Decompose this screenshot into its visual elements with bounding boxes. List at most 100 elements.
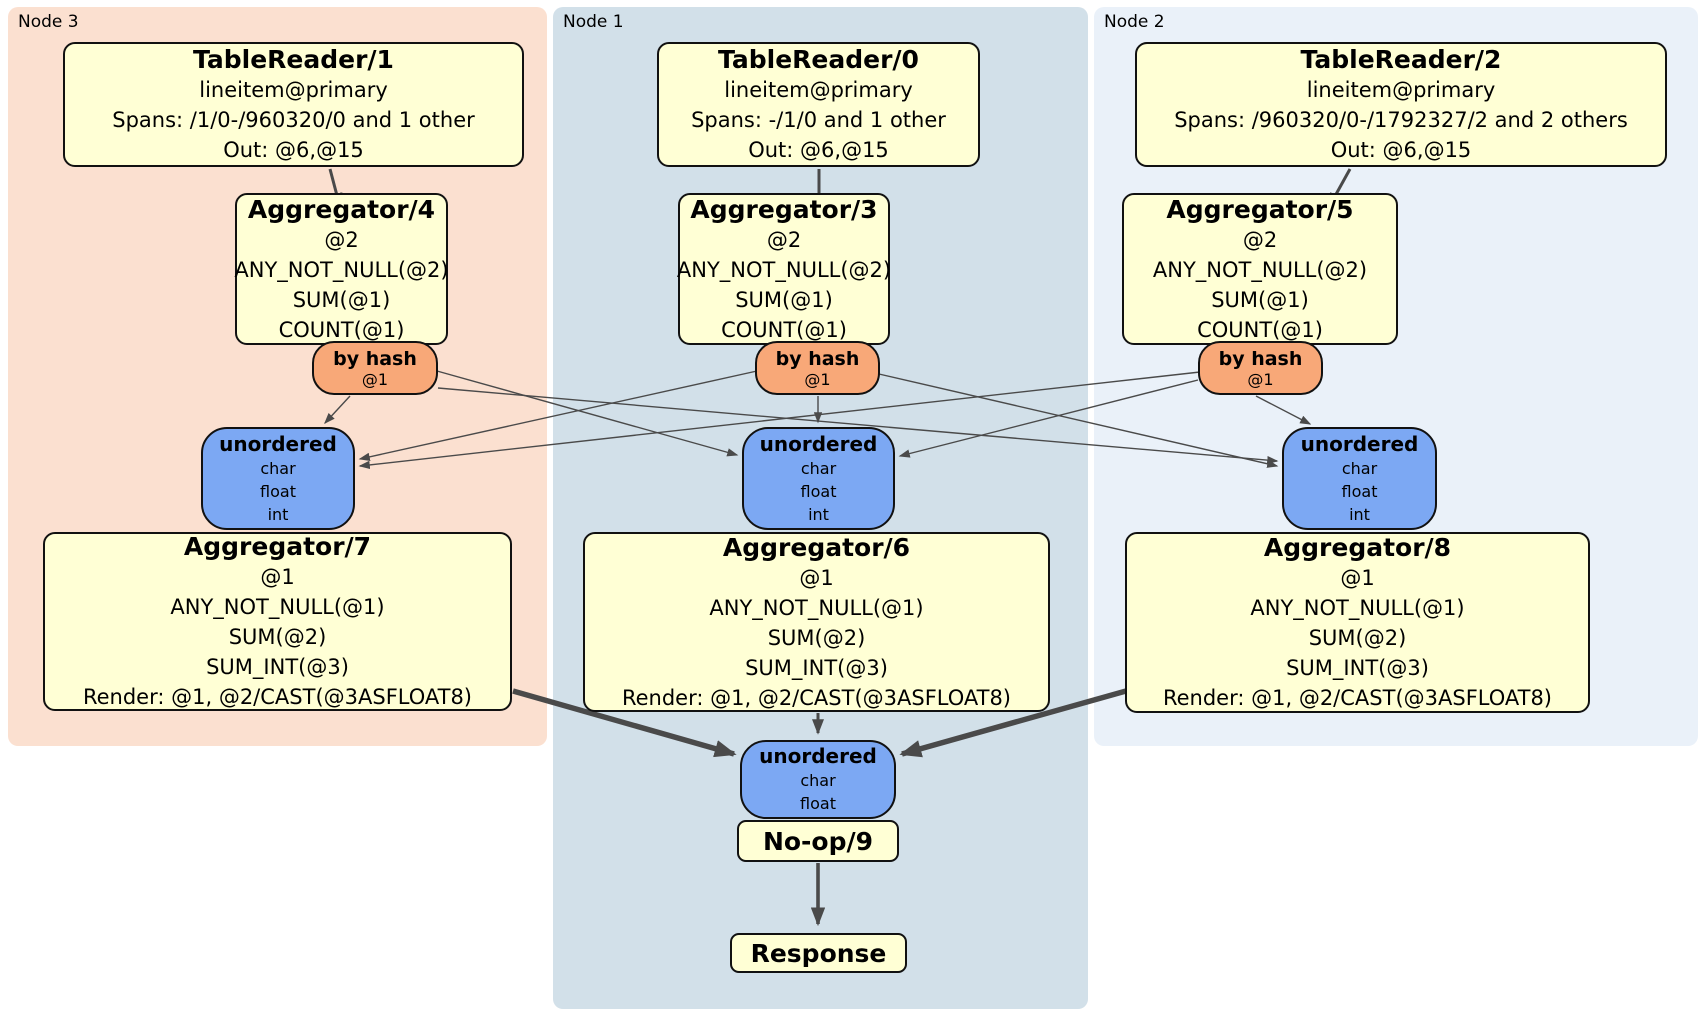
- agg-fn: SUM(@2): [1308, 626, 1407, 650]
- processor-aggregator-5: Aggregator/5 @2 ANY_NOT_NULL(@2) SUM(@1)…: [1122, 193, 1398, 345]
- processor-title: TableReader/0: [718, 45, 919, 74]
- router-cols: @1: [361, 369, 389, 389]
- sync-coltype: float: [800, 481, 837, 501]
- processor-title: TableReader/2: [1300, 45, 1502, 74]
- processor-tablereader-1: TableReader/1 lineitem@primary Spans: /1…: [63, 42, 524, 167]
- agg-fn: SUM(@2): [228, 625, 327, 649]
- processor-out: Out: @6,@15: [223, 138, 364, 162]
- processor-spans: Spans: /1/0-/960320/0 and 1 other: [112, 108, 475, 132]
- processor-noop-9: No-op/9: [737, 820, 899, 862]
- edge-r2-s2: [1255, 395, 1312, 425]
- sync-coltype: float: [1341, 481, 1378, 501]
- agg-fn: COUNT(@1): [1197, 317, 1323, 342]
- processor-title: Aggregator/8: [1263, 533, 1452, 562]
- sync-coltype: char: [260, 458, 296, 478]
- processor-aggregator-3: Aggregator/3 @2 ANY_NOT_NULL(@2) SUM(@1)…: [676, 193, 892, 345]
- agg-fn: SUM(@1): [735, 287, 833, 312]
- agg-fn: ANY_NOT_NULL(@2): [1152, 257, 1368, 282]
- edge-agg8-sfinal: [899, 688, 1127, 758]
- processor-title: Aggregator/5: [1166, 194, 1354, 224]
- processor-index: lineitem@primary: [1306, 78, 1496, 102]
- processor-tablereader-0: TableReader/0 lineitem@primary Spans: -/…: [657, 42, 980, 167]
- edge-r3-s2: [437, 387, 1279, 465]
- agg-groupcols: @2: [766, 227, 802, 252]
- router-by-hash-node2: by hash @1: [1198, 341, 1323, 395]
- processor-title: Aggregator/3: [690, 194, 878, 224]
- agg-fn: SUM_INT(@3): [1286, 656, 1429, 680]
- processor-tablereader-2: TableReader/2 lineitem@primary Spans: /9…: [1135, 42, 1667, 167]
- node-region-2-label: Node 2: [1104, 12, 1165, 32]
- processor-out: Out: @6,@15: [748, 138, 889, 162]
- edge-r3-s1: [436, 370, 739, 457]
- edge-r3-s3: [324, 395, 351, 425]
- agg-groupcols: @2: [1242, 227, 1278, 252]
- edge-r1-s3: [358, 370, 758, 461]
- processor-title: Aggregator/4: [247, 194, 436, 224]
- router-cols: @1: [1247, 369, 1274, 389]
- processor-title: Aggregator/7: [183, 532, 372, 561]
- agg-fn: COUNT(@1): [278, 317, 405, 342]
- sync-title: unordered: [759, 744, 877, 768]
- agg-render: Render: @1, @2/CAST(@3ASFLOAT8): [621, 685, 1012, 710]
- agg-fn: ANY_NOT_NULL(@2): [234, 257, 449, 282]
- agg-fn: ANY_NOT_NULL(@2): [676, 257, 892, 282]
- processor-title: TableReader/1: [193, 45, 394, 74]
- agg-fn: COUNT(@1): [721, 317, 847, 342]
- sync-unordered-final: unordered char float: [740, 740, 896, 819]
- agg-groupcols: @1: [799, 565, 834, 590]
- edge-r2-s3: [358, 371, 1201, 470]
- agg-render: Render: @1, @2/CAST(@3ASFLOAT8): [82, 685, 473, 709]
- router-by-hash-node3: by hash @1: [312, 341, 438, 395]
- processor-title: Aggregator/6: [722, 532, 911, 562]
- agg-fn: SUM(@1): [292, 287, 391, 312]
- router-by-hash-node1: by hash @1: [755, 341, 880, 395]
- sync-unordered-node3: unordered char float int: [201, 427, 355, 530]
- node-region-1-label: Node 1: [563, 12, 624, 32]
- edge-agg7-sfinal: [512, 688, 737, 758]
- sync-coltype: char: [800, 458, 837, 478]
- sync-unordered-node2: unordered char float int: [1282, 427, 1437, 530]
- edge-r2-s1: [898, 379, 1199, 458]
- sync-coltype: float: [260, 481, 296, 501]
- sync-title: unordered: [1300, 431, 1419, 456]
- sync-coltype: float: [800, 794, 836, 813]
- processor-aggregator-8: Aggregator/8 @1 ANY_NOT_NULL(@1) SUM(@2)…: [1125, 532, 1590, 713]
- router-title: by hash: [1218, 347, 1303, 370]
- processor-spans: Spans: /960320/0-/1792327/2 and 2 others: [1174, 108, 1628, 132]
- agg-groupcols: @1: [260, 565, 295, 589]
- processor-index: lineitem@primary: [724, 78, 913, 102]
- sync-title: unordered: [219, 431, 337, 456]
- router-title: by hash: [775, 347, 860, 370]
- sync-unordered-node1: unordered char float int: [742, 427, 895, 530]
- agg-fn: SUM(@2): [767, 625, 866, 650]
- sync-coltype: int: [1349, 504, 1370, 524]
- processor-title: Response: [750, 938, 887, 968]
- sync-title: unordered: [759, 431, 878, 456]
- processor-aggregator-7: Aggregator/7 @1 ANY_NOT_NULL(@1) SUM(@2)…: [43, 532, 512, 711]
- sync-coltype: char: [1341, 458, 1378, 478]
- response-node: Response: [730, 933, 907, 973]
- edge-r1-s2: [878, 373, 1279, 468]
- agg-groupcols: @1: [1340, 566, 1375, 590]
- agg-fn: ANY_NOT_NULL(@1): [1250, 596, 1465, 620]
- agg-render: Render: @1, @2/CAST(@3ASFLOAT8): [1162, 686, 1553, 710]
- processor-title: No-op/9: [762, 826, 874, 856]
- agg-fn: SUM_INT(@3): [206, 655, 349, 679]
- agg-fn: ANY_NOT_NULL(@1): [709, 595, 924, 620]
- processor-index: lineitem@primary: [199, 78, 388, 102]
- sync-coltype: int: [808, 504, 829, 524]
- agg-fn: SUM(@1): [1211, 287, 1309, 312]
- node-region-3-label: Node 3: [18, 12, 79, 32]
- agg-fn: ANY_NOT_NULL(@1): [170, 595, 385, 619]
- sync-coltype: char: [800, 771, 836, 790]
- processor-spans: Spans: -/1/0 and 1 other: [691, 108, 946, 132]
- processor-aggregator-6: Aggregator/6 @1 ANY_NOT_NULL(@1) SUM(@2)…: [583, 532, 1050, 712]
- processor-aggregator-4: Aggregator/4 @2 ANY_NOT_NULL(@2) SUM(@1)…: [234, 193, 449, 345]
- sync-coltype: int: [267, 504, 289, 524]
- agg-groupcols: @2: [324, 227, 359, 252]
- processor-out: Out: @6,@15: [1330, 138, 1472, 162]
- agg-fn: SUM_INT(@3): [745, 655, 888, 680]
- router-cols: @1: [804, 369, 831, 389]
